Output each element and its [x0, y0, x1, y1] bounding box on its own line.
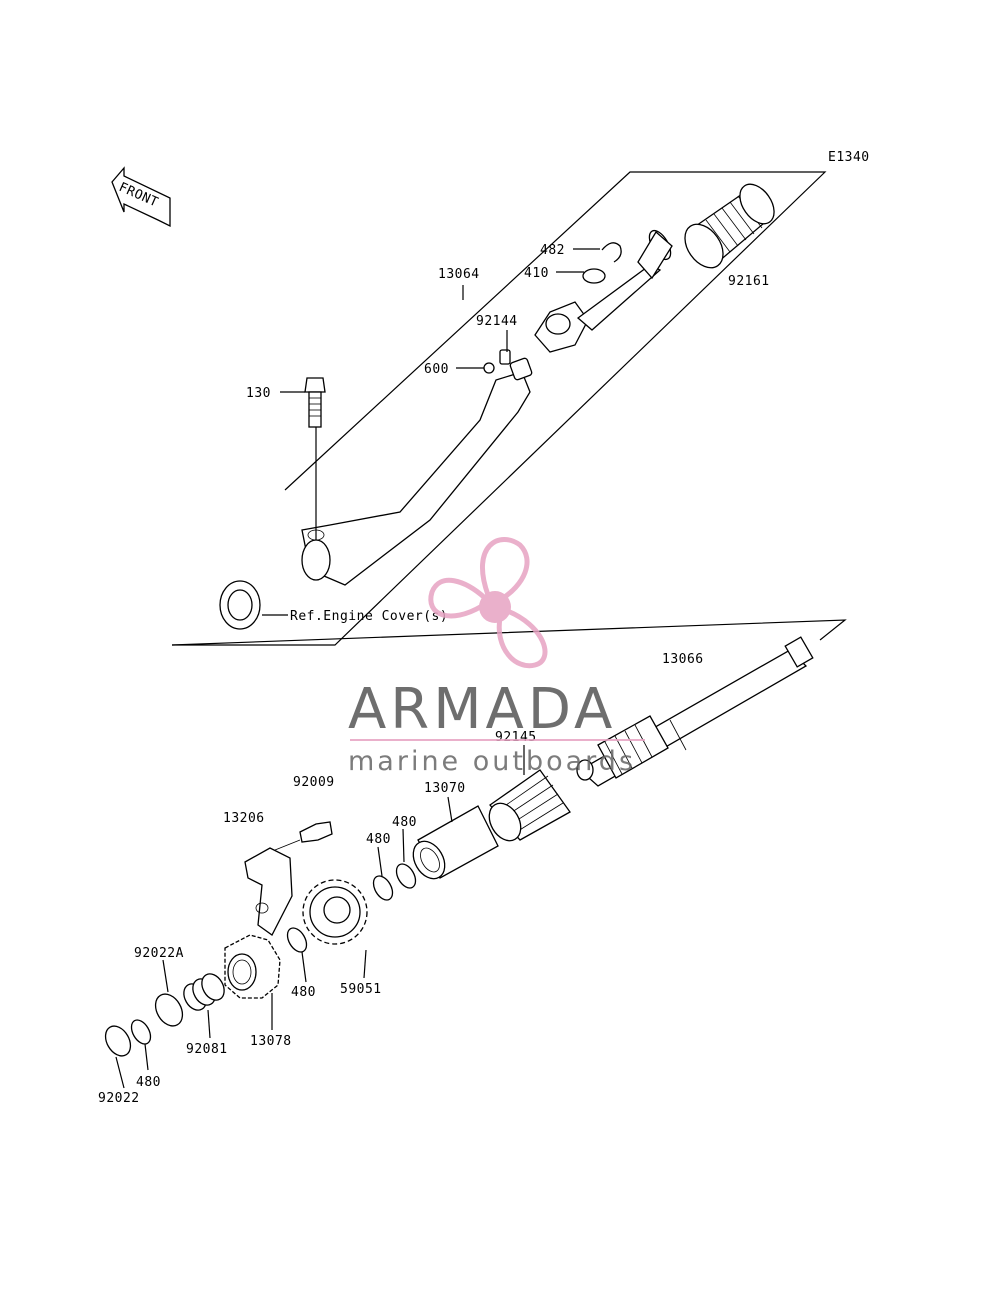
kick-pedal-arm: [301, 357, 533, 586]
bolt-130: [304, 377, 326, 428]
label-13206: 13206: [223, 811, 265, 826]
spring-92144: [499, 349, 511, 365]
label-13070: 13070: [424, 781, 466, 796]
circlip-480-a: [372, 875, 394, 901]
label-92161: 92161: [728, 274, 770, 289]
kick-shaft: [576, 636, 814, 787]
label-92145: 92145: [495, 730, 537, 745]
label-480-a: 480: [366, 832, 391, 847]
pedal-rubber-grip: [684, 183, 775, 269]
bolt-92009-guide: [274, 839, 301, 851]
label-482: 482: [540, 243, 565, 258]
label-480-d: 480: [136, 1075, 161, 1090]
label-13066: 13066: [662, 652, 704, 667]
torsion-spring: [488, 769, 571, 842]
leader-lines: [115, 248, 600, 1089]
front-arrow-icon: FRONT: [111, 166, 171, 228]
washer-92022: [104, 1025, 132, 1057]
pedal-pivot: [534, 229, 673, 353]
label-130: 130: [246, 386, 271, 401]
sleeve-13070: [412, 805, 499, 880]
label-59051: 59051: [340, 982, 382, 997]
spring-92081: [183, 973, 225, 1011]
label-480-b: 480: [392, 815, 417, 830]
label-92022: 92022: [98, 1091, 140, 1106]
washer-92022A: [154, 993, 184, 1027]
label-92009: 92009: [293, 775, 335, 790]
circlip-480-d: [130, 1019, 152, 1045]
circlip-480-c: [286, 927, 308, 953]
stopper-plate-13206: [244, 847, 293, 936]
label-13064: 13064: [438, 267, 480, 282]
group-boundary-upper: [172, 171, 827, 646]
kick-gear: [302, 879, 368, 945]
label-92022A: 92022A: [134, 946, 184, 961]
propeller-logo-icon: [428, 537, 548, 669]
ball-600: [483, 362, 495, 374]
label-410: 410: [524, 266, 549, 281]
diagram-code: E1340: [828, 150, 870, 165]
label-480-c: 480: [291, 985, 316, 1000]
bolt-92009: [299, 821, 333, 843]
label-600: 600: [424, 362, 449, 377]
clip-482: [601, 242, 622, 263]
label-ref-engine-cover: Ref.Engine Cover(s): [290, 609, 448, 624]
watermark-subtitle: marine outboards: [348, 746, 636, 777]
label-92144: 92144: [476, 314, 518, 329]
washer-410: [582, 268, 606, 284]
group-boundary-lower: [171, 619, 847, 646]
watermark-title: ARMADA: [348, 677, 616, 742]
label-92081: 92081: [186, 1042, 228, 1057]
ratchet-13078: [224, 934, 281, 999]
label-13078: 13078: [250, 1034, 292, 1049]
circlip-480-b: [395, 863, 417, 889]
oil-seal: [219, 580, 261, 630]
watermark: ARMADA marine outboards: [348, 537, 645, 777]
